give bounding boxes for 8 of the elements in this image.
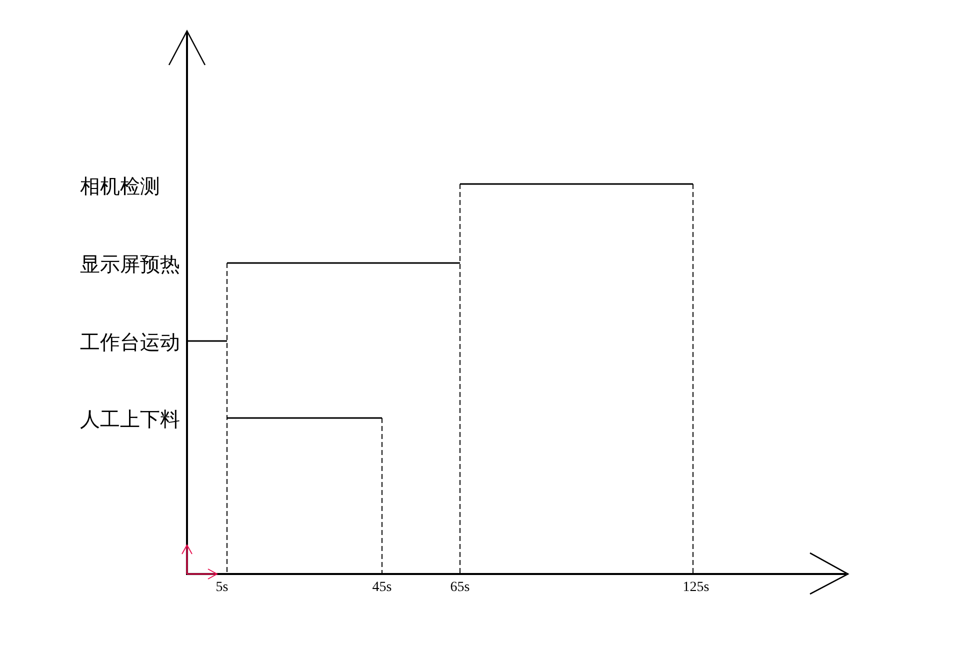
row-label: 相机检测 (80, 177, 160, 197)
row-label: 显示屏预热 (80, 255, 180, 275)
row-label: 工作台运动 (80, 333, 180, 353)
tick-label: 5s (216, 581, 228, 595)
tick-label: 45s (372, 581, 392, 595)
tick-label: 125s (682, 581, 710, 595)
tick-label: 65s (450, 581, 470, 595)
row-label: 人工上下料 (80, 410, 180, 430)
